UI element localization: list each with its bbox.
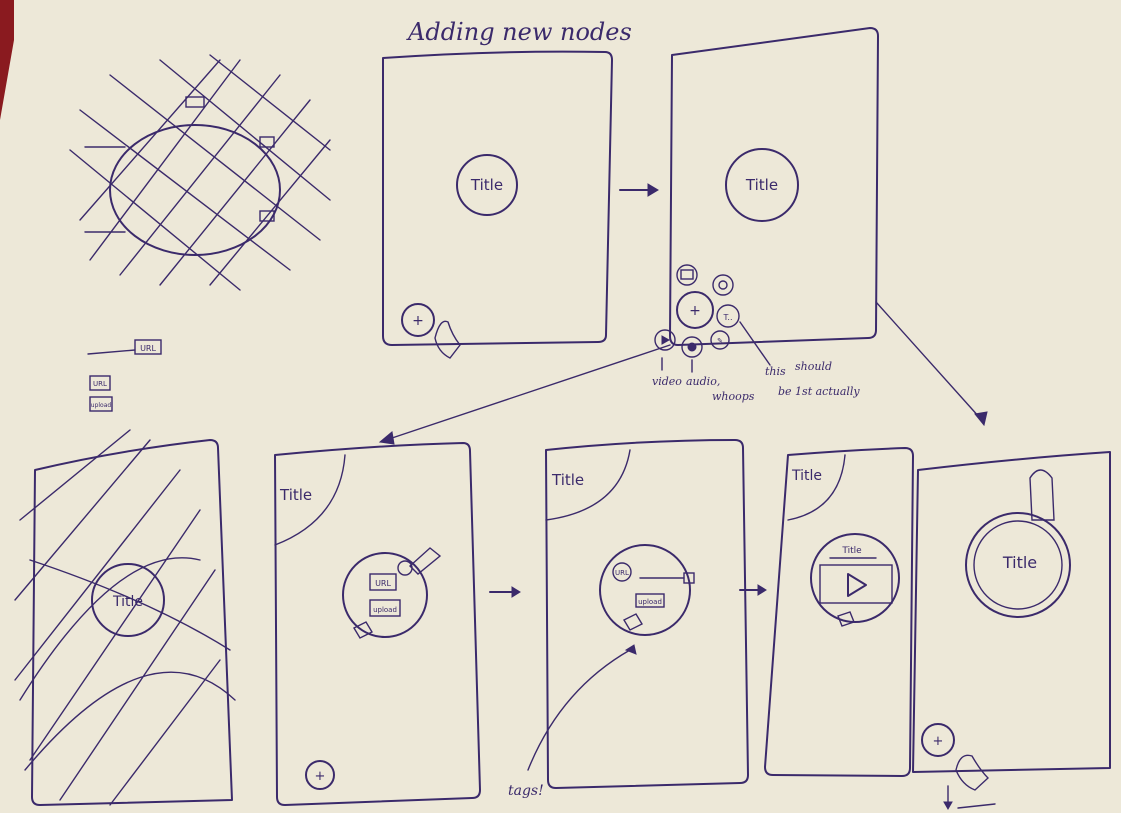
text-option-label: T.. [722,313,732,322]
annotation-video: video [652,375,682,388]
microphone-icon [688,343,696,351]
upload-button-label: upload [91,402,112,409]
annotation-tags: tags! [508,783,544,799]
url-button-label: URL [93,380,107,388]
node-title: Title [470,176,503,194]
annotation-note-1: this [765,365,786,378]
corner-title: Title [279,486,312,504]
plus-icon: + [315,769,326,784]
url-button-label: URL [375,579,391,588]
corner-title: Title [791,468,822,484]
node-title: Title [745,176,778,194]
corner-title: Title [551,471,584,489]
plus-icon: + [412,313,424,329]
node-title: Title [1002,553,1037,572]
pen-icon: ✎ [717,337,723,345]
plus-icon: + [689,303,701,319]
url-button-label: URL [615,569,629,577]
annotation-whoops: whoops [712,390,755,403]
annotation-audio: audio, [686,375,720,388]
annotation-note-2: should [795,360,832,373]
annotation-note-3: be 1st actually [778,385,860,398]
page-heading: Adding new nodes [406,18,632,46]
upload-button-label: upload [638,598,662,606]
upload-button-label: upload [373,606,397,614]
plus-icon: + [933,734,944,749]
node-inner-title: Title [841,546,862,556]
url-bar-label: URL [140,344,156,353]
